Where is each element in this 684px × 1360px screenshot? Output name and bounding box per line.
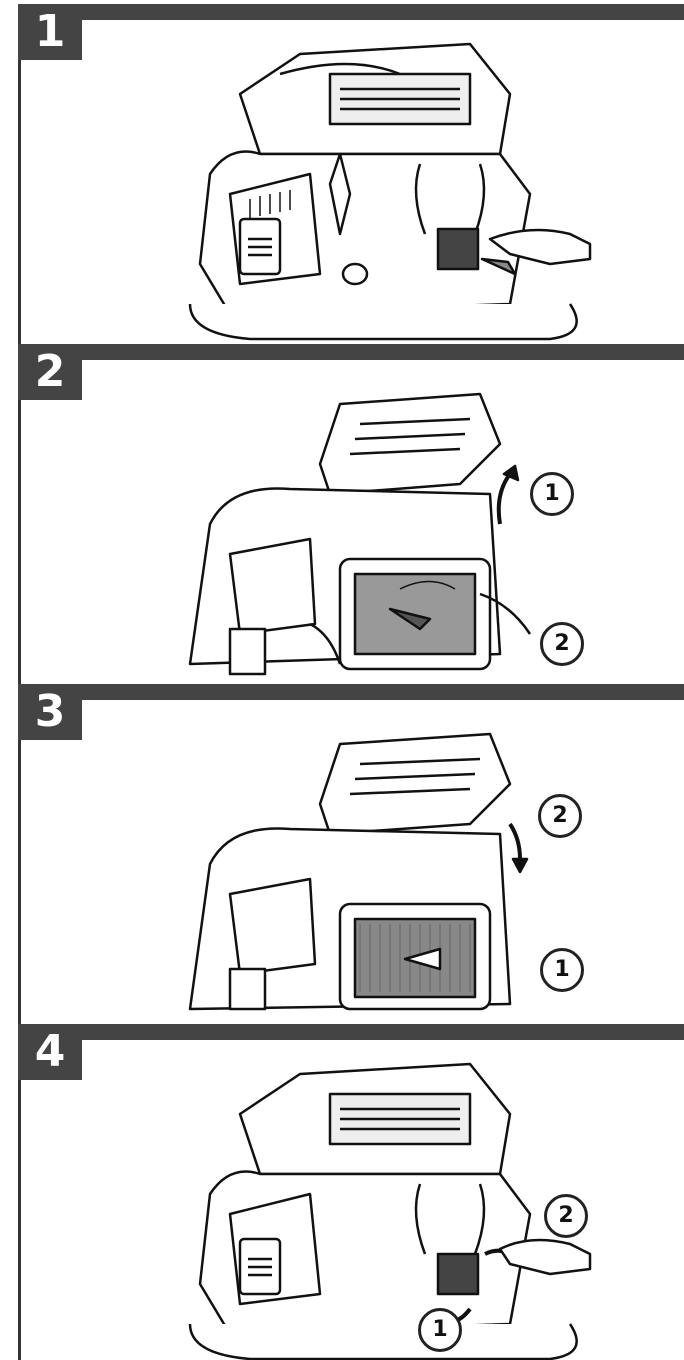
callout-marker: 2 (544, 1194, 588, 1238)
callout-marker: 2 (538, 794, 582, 838)
callout-marker: 2 (540, 622, 584, 666)
vacuum-illustration (170, 34, 640, 344)
step-header-bar (18, 684, 684, 700)
step-2-panel: 2 1 2 (0, 344, 684, 684)
step-header-bar (18, 344, 684, 360)
step-number: 3 (18, 684, 82, 740)
step-number: 4 (18, 1024, 82, 1080)
callout-marker: 1 (530, 472, 574, 516)
step-header-bar (18, 1024, 684, 1040)
step-number: 1 (18, 4, 82, 60)
step-number: 2 (18, 344, 82, 400)
callout-marker: 1 (418, 1308, 462, 1352)
step-4-panel: 4 2 1 (0, 1024, 684, 1360)
step-header-bar (18, 4, 684, 20)
step-1-panel: 1 (0, 4, 684, 344)
callout-marker: 1 (540, 948, 584, 992)
step-3-panel: 3 2 1 (0, 684, 684, 1024)
